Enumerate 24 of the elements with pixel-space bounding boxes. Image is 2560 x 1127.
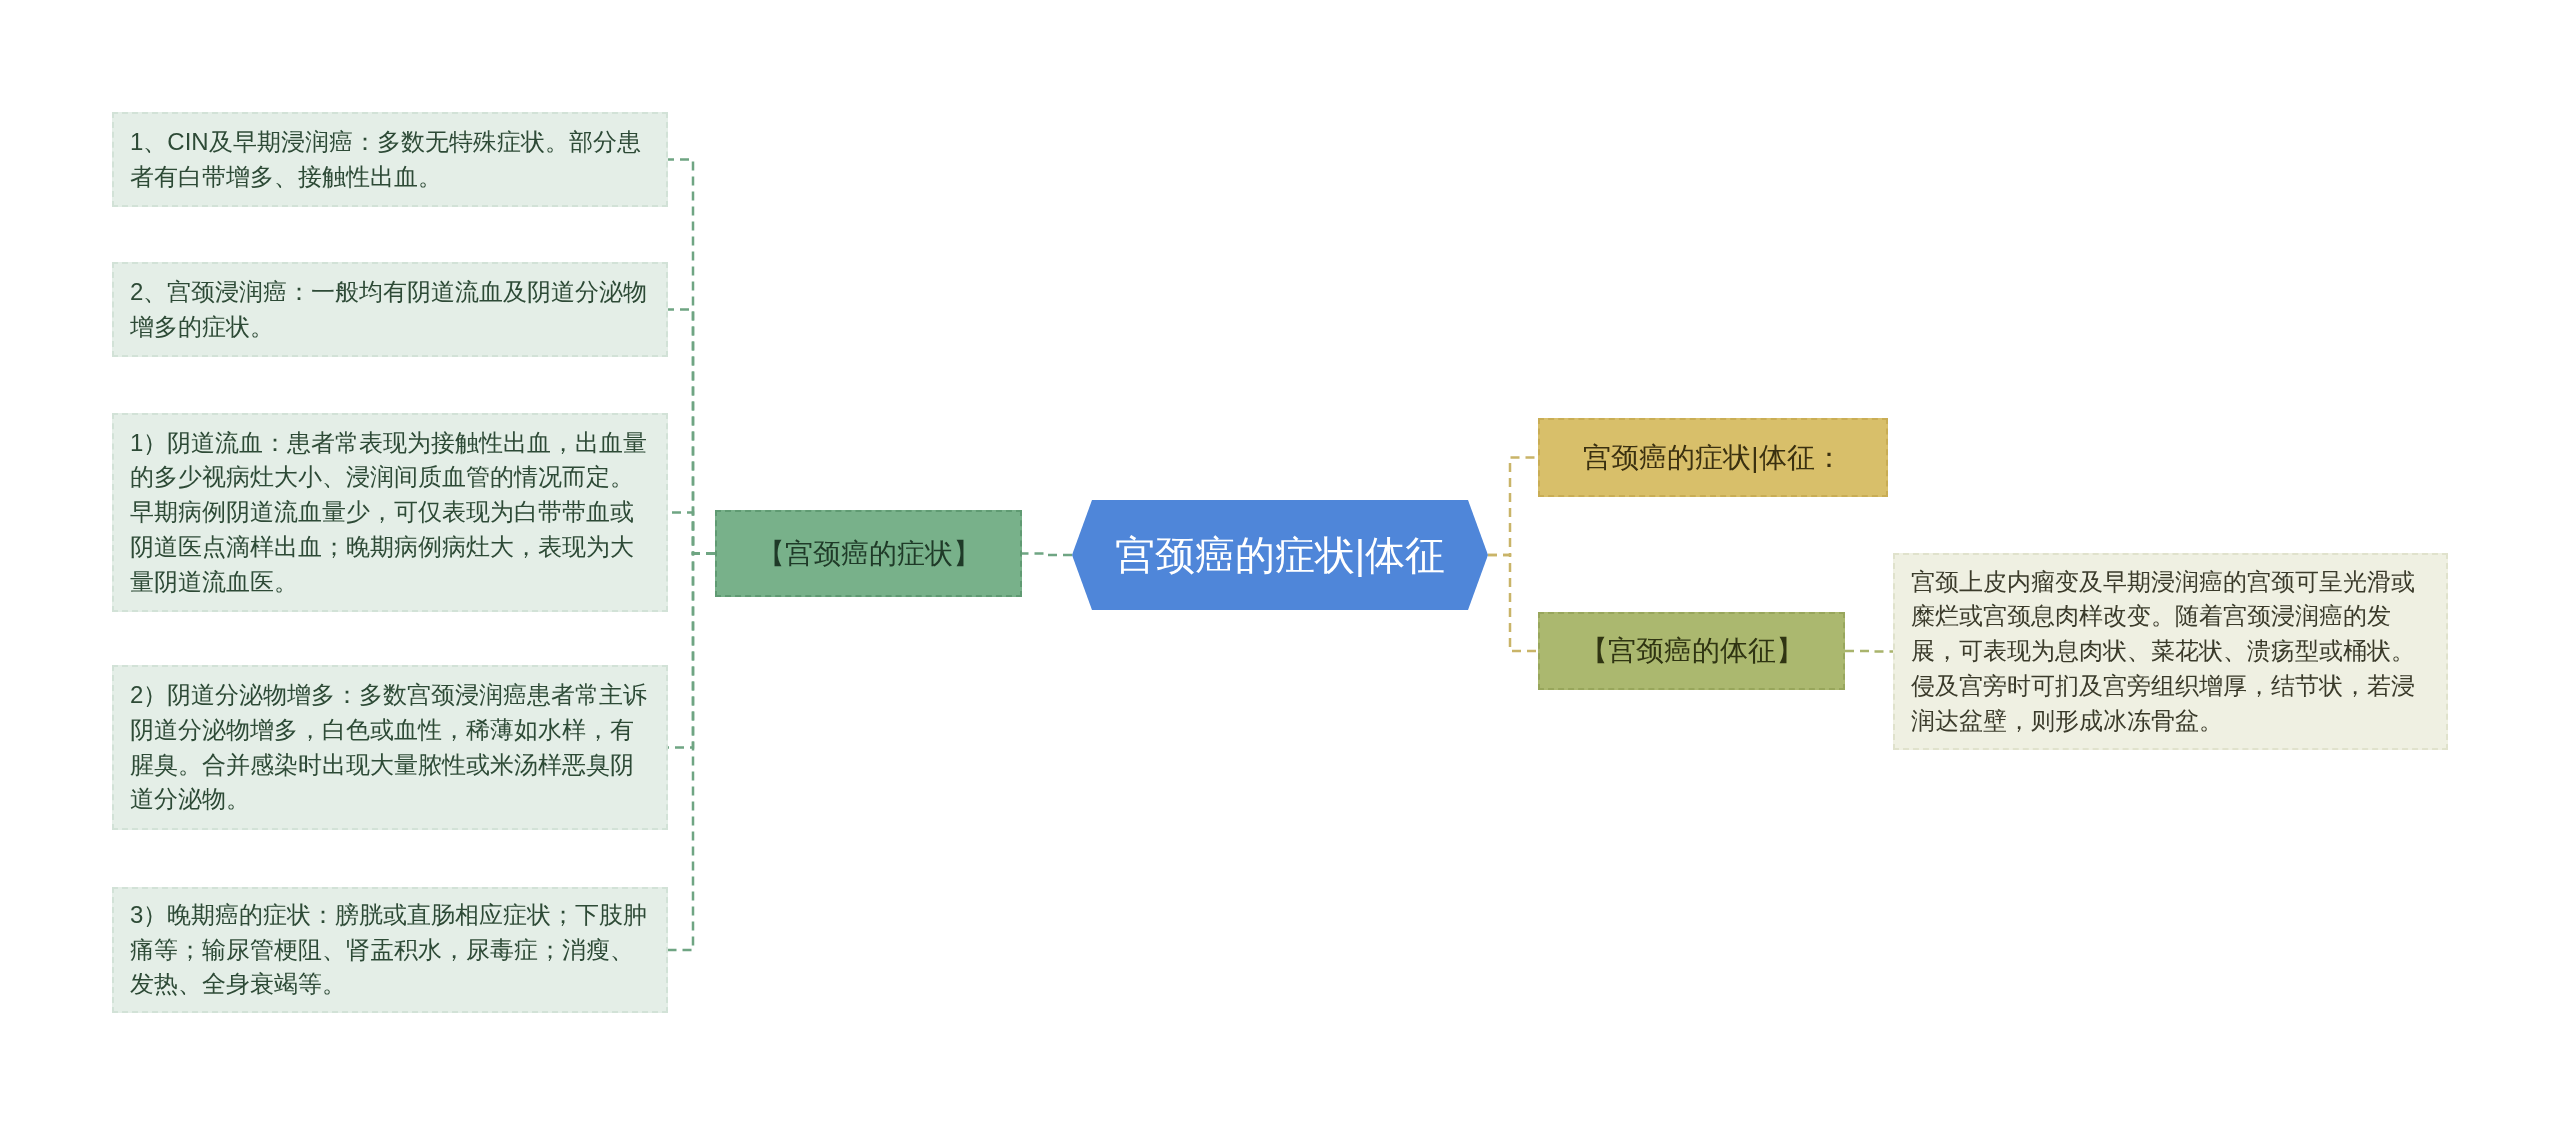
connector-line (1022, 552, 1072, 557)
note-box (1893, 553, 2448, 750)
topic-box (1538, 612, 1845, 690)
note-box (112, 665, 668, 830)
topic-text: 【宫颈癌的症状】 (756, 536, 981, 571)
connector-line (668, 552, 715, 952)
note-box (112, 112, 668, 207)
note-text: 宫颈上皮内瘤变及早期浸润癌的宫颈可呈光滑或糜烂或宫颈息肉样改变。随着宫颈浸润癌的发展，可表现为息肉状、菜花状、溃疡型或桶状。侵及宫旁时可扪及宫旁组织增厚，结节状，若浸润达盆壁，则形成冰冻骨盆。 (1911, 566, 2416, 736)
topic-text: 【宫颈癌的体征】 (1579, 634, 1804, 668)
topic-box (715, 510, 1022, 597)
note-box (112, 887, 668, 1013)
note-box (112, 262, 668, 357)
note-text: 2）阴道分泌物增多：多数宫颈浸润癌患者常主诉阴道分泌物增多，白色或血性，稀薄如水样，有腥臭。合并感染时出现大量脓性或米汤样恶臭阴道分泌物。 (130, 679, 649, 815)
topic-text: 宫颈癌的症状|体征： (1583, 440, 1843, 475)
topic-text: 宫颈癌的症状|体征 (1114, 532, 1446, 579)
note-text: 1）阴道流血：患者常表现为接触性出血，出血量的多少视病灶大小、浸润间质血管的情况而定。早期病例阴道流血量少，可仅表现为白带带血或阴道医点滴样出血；晚期病例病灶大，表现为大量阴道流血医。 (130, 427, 649, 597)
note-text: 1、CIN及早期浸润癌：多数无特殊症状。部分患者有白带增多、接触性出血。 (130, 126, 642, 192)
connector-line (1845, 649, 1893, 653)
root-hexagon (1072, 500, 1488, 610)
note-box (112, 413, 668, 612)
connector-line (1488, 553, 1538, 653)
topic-box (1538, 418, 1888, 497)
note-text: 3）晚期癌的症状：膀胱或直肠相应症状；下肢肿痛等；输尿管梗阻、肾盂积水，尿毒症；消瘦、发热、全身衰竭等。 (130, 899, 649, 1000)
note-text: 2、宫颈浸润癌：一般均有阴道流血及阴道分泌物增多的症状。 (130, 276, 649, 342)
